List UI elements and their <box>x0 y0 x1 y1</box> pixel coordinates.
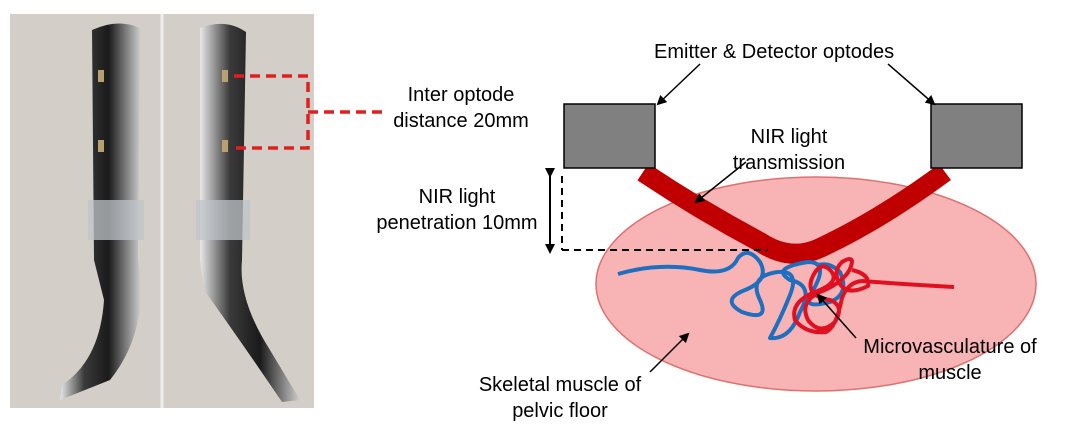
penetration-guide <box>561 176 768 251</box>
arrows <box>649 63 936 373</box>
transmission-arrow <box>694 161 747 204</box>
inter-optode-label-line2: distance 20mm <box>393 110 529 132</box>
optodes-label: Emitter & Detector optodes <box>654 41 895 63</box>
detector-optode-box <box>930 103 1023 169</box>
optode-arrow-left <box>656 63 701 106</box>
nir-transmission-label-line1: NIR light <box>750 126 828 148</box>
probe-left-image <box>60 23 144 401</box>
inter-optode-bracket <box>234 74 386 150</box>
vessel-red <box>792 257 955 335</box>
emitter-optode-box <box>563 103 656 169</box>
optode-arrow-right <box>887 63 936 106</box>
transmission-band <box>637 163 951 264</box>
skeletal-muscle-label-line2: pelvic floor <box>512 400 608 422</box>
probe-right-image <box>196 23 300 402</box>
nir-transmission-label-line2: transmission <box>732 152 846 174</box>
nir-penetration-label-line1: NIR light <box>418 186 496 208</box>
microvasculature-label-line1: Microvasculature of <box>863 336 1037 358</box>
skeletal-muscle-label-line1: Skeletal muscle of <box>478 374 642 396</box>
nir-penetration-label-line2: penetration 10mm <box>376 212 538 234</box>
microvasculature-arrow <box>816 293 857 339</box>
muscle-arrow <box>649 332 690 373</box>
inter-optode-label-line1: Inter optode <box>407 84 515 106</box>
device-photo <box>10 14 314 408</box>
microvasculature-label-line2: muscle <box>918 362 982 384</box>
